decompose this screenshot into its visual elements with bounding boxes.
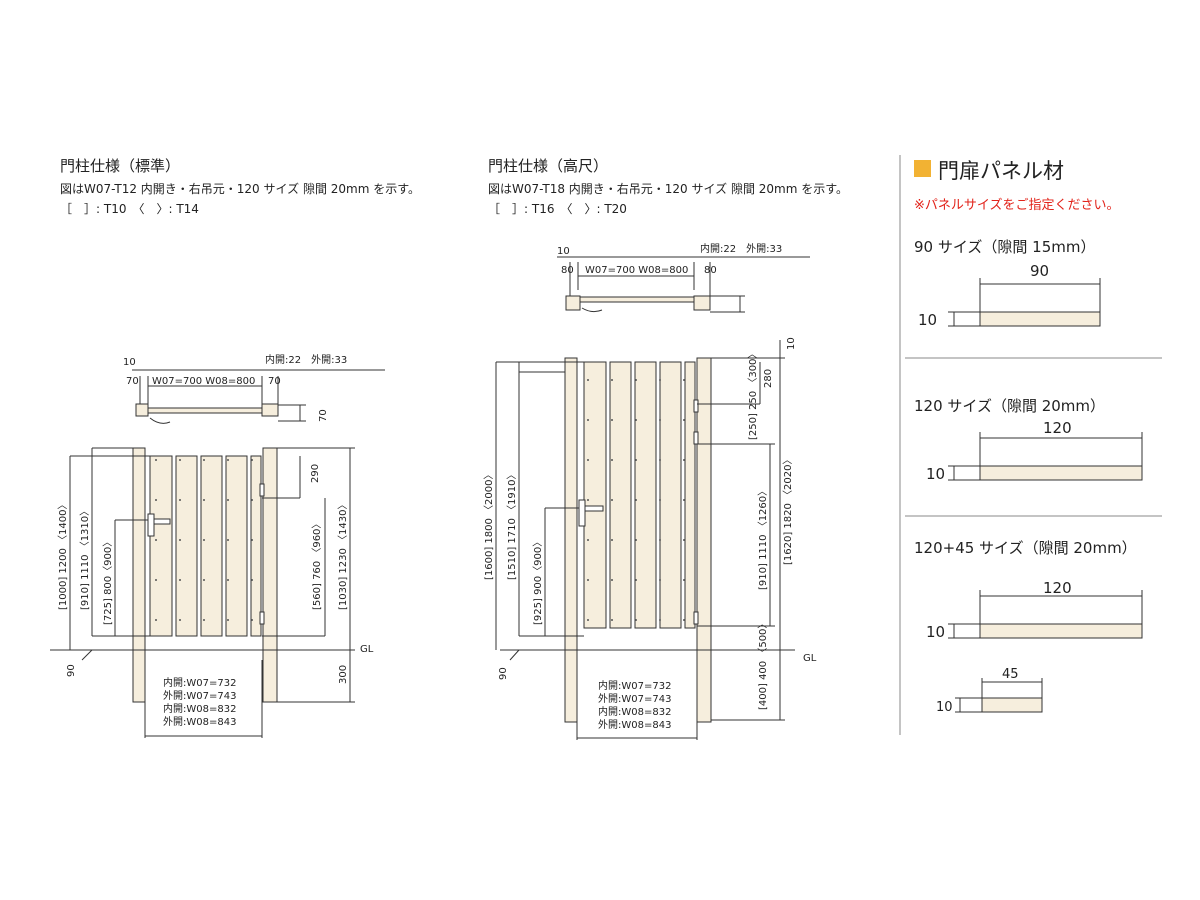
std-width-2: 外開:W07=743 <box>163 690 236 702</box>
tall-plan-80a: 80 <box>561 265 574 276</box>
tall-elevation <box>564 357 712 723</box>
size-label-120-45: 120+45 サイズ（隙間 20mm） <box>914 539 1137 557</box>
std-width-1: 内開:W07=732 <box>163 676 236 689</box>
standard-dimension-lines <box>50 447 355 738</box>
std-dim-right-c: [1030] 1230 〈1430〉 <box>337 499 349 610</box>
panel-90-thick: 10 <box>918 311 937 329</box>
tall-dim-right-a: 280 <box>763 369 774 388</box>
tall-dim-left-d: 90 <box>498 667 509 680</box>
tall-legend: ［ ］: T16 〈 〉: T20 <box>488 202 627 216</box>
tall-dim-right-10: 10 <box>786 337 797 350</box>
standard-title: 門柱仕様（標準） <box>60 157 181 175</box>
std-plan-gap: 内開:22 外開:33 <box>265 353 347 366</box>
std-width-3: 内開:W08=832 <box>163 702 236 715</box>
tall-plan-width: W07=700 W08=800 <box>585 265 688 276</box>
panel-note: ※パネルサイズをご指定ください。 <box>914 198 1120 213</box>
panel-120-45-diagram <box>948 590 1143 713</box>
tall-plan-gap: 内開:22 外開:33 <box>700 242 782 255</box>
panel-45-thick: 10 <box>936 700 953 715</box>
tall-plan-80b: 80 <box>704 265 717 276</box>
std-plan-70b: 70 <box>268 376 281 387</box>
std-plan-width: W07=700 W08=800 <box>152 376 255 387</box>
panel-120-thick: 10 <box>926 465 945 483</box>
tall-desc: 図はW07-T18 内開き・右吊元・120 サイズ 隙間 20mm を示す。 <box>488 182 849 196</box>
tall-dim-right-b: [250] 250 〈300〉 <box>747 349 759 440</box>
std-plan-70a: 70 <box>126 376 139 387</box>
panel-accent-square <box>914 160 931 177</box>
standard-desc: 図はW07-T12 内開き・右吊元・120 サイズ 隙間 20mm を示す。 <box>60 182 421 196</box>
tall-title: 門柱仕様（高尺） <box>488 157 609 175</box>
std-plan-10: 10 <box>123 357 136 368</box>
std-dim-left-c: [725] 800〈900〉 <box>102 537 114 625</box>
tall-dim-right-d: [1620] 1820 〈2020〉 <box>782 454 794 565</box>
size-label-120: 120 サイズ（隙間 20mm） <box>914 397 1106 415</box>
std-dim-right-a: 290 <box>310 464 321 483</box>
tall-width-2: 外開:W07=743 <box>598 693 671 705</box>
std-width-4: 外開:W08=843 <box>163 716 236 728</box>
tall-dim-left-c: [925] 900〈900〉 <box>532 537 544 625</box>
std-dim-right-d: 300 <box>338 665 349 684</box>
tall-dim-left-b: [1510] 1710 〈1910〉 <box>506 469 518 580</box>
std-dim-left-a: [1000] 1200 〈1400〉 <box>57 499 69 610</box>
panel-120-diagram <box>948 432 1143 481</box>
panel-title: 門扉パネル材 <box>938 159 1064 183</box>
standard-legend: ［ ］: T10 〈 〉: T14 <box>60 202 199 216</box>
panel-120-45-thick: 10 <box>926 623 945 641</box>
tall-plan-10: 10 <box>557 246 570 257</box>
standard-elevation <box>132 447 278 703</box>
tall-gl: GL <box>803 653 817 664</box>
panel-90-width: 90 <box>1030 262 1049 280</box>
panel-90-diagram <box>948 278 1101 327</box>
std-dim-right-b: [560] 760 〈960〉 <box>311 519 323 610</box>
std-gl: GL <box>360 644 374 655</box>
tall-dim-right-e: [400] 400 〈500〉 <box>757 619 769 710</box>
tall-width-1: 内開:W07=732 <box>598 679 671 692</box>
tall-width-3: 内開:W08=832 <box>598 705 671 718</box>
tall-dim-right-c: [910] 1110 〈1260〉 <box>757 486 769 590</box>
std-plan-70c: 70 <box>318 409 329 422</box>
tall-dimension-lines <box>495 340 795 740</box>
panel-120-45-width: 120 <box>1043 579 1072 597</box>
tall-width-4: 外開:W08=843 <box>598 719 671 731</box>
tall-plan-view <box>557 256 810 313</box>
standard-plan-view <box>132 369 385 424</box>
size-label-90: 90 サイズ（隙間 15mm） <box>914 238 1096 256</box>
panel-45-width: 45 <box>1002 667 1019 682</box>
panel-120-width: 120 <box>1043 419 1072 437</box>
tall-dim-left-a: [1600] 1800 〈2000〉 <box>483 469 495 580</box>
std-dim-left-d: 90 <box>66 664 77 677</box>
std-dim-left-b: [910] 1110 〈1310〉 <box>79 506 91 610</box>
